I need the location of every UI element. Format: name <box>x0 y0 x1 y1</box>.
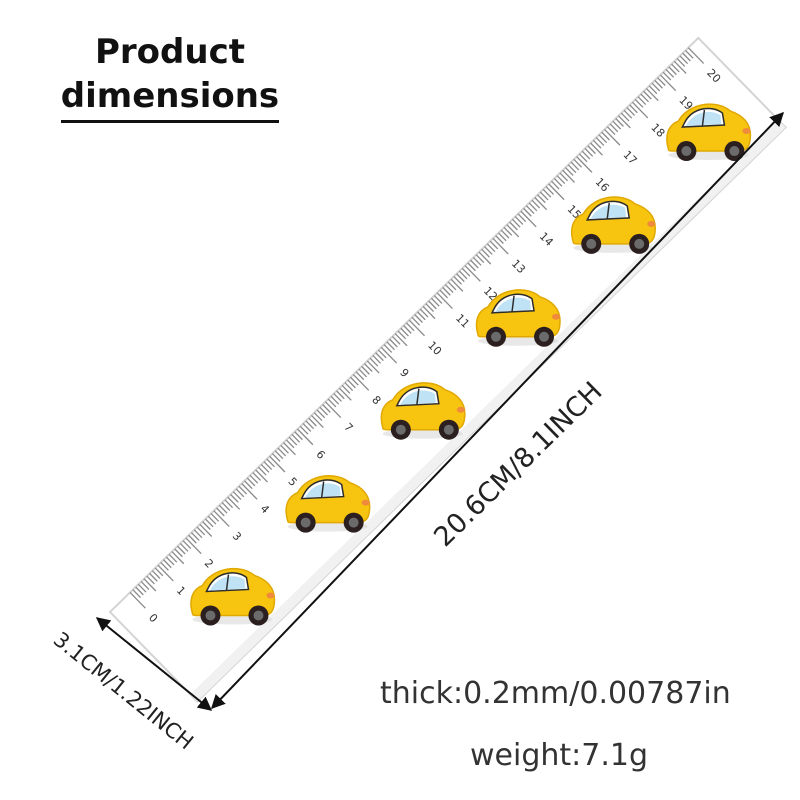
ruler-tick <box>671 63 680 73</box>
ruler-tick <box>685 49 694 59</box>
ruler-tick <box>188 534 197 544</box>
ruler-tick <box>129 591 146 609</box>
ruler-tick <box>640 93 649 103</box>
ruler-tick <box>651 82 661 92</box>
ruler-tick <box>665 69 675 78</box>
ruler-tick <box>637 96 647 106</box>
ruler-tick <box>179 542 189 552</box>
ruler-tick <box>196 526 206 536</box>
ruler-tick <box>202 521 211 530</box>
ruler-tick <box>629 104 638 114</box>
length-arrow <box>211 111 784 710</box>
ruler-bottom-edge <box>190 120 786 702</box>
width-arrow <box>95 617 213 711</box>
ruler-tick <box>135 586 144 596</box>
ruler-tick <box>146 575 155 585</box>
ruler-tick <box>654 79 663 89</box>
weight-spec: weight:7.1g <box>470 738 649 773</box>
title-line-product: Product <box>95 32 245 72</box>
ruler-tick <box>676 58 686 67</box>
ruler-tick <box>160 562 169 571</box>
ruler-tick <box>174 548 183 558</box>
product-dimensions-title: Product dimensions <box>40 30 300 123</box>
ruler-tick <box>687 47 705 64</box>
ruler-tick <box>634 98 644 108</box>
ruler-tick <box>154 567 164 577</box>
ruler-tick <box>140 581 150 590</box>
ruler-tick <box>137 583 147 593</box>
ruler-tick <box>659 74 677 92</box>
ruler-tick <box>679 55 689 65</box>
ruler-tick <box>662 71 672 81</box>
ruler-tick <box>673 60 687 74</box>
thickness-spec: thick:0.2mm/0.00787in <box>380 676 731 711</box>
ruler-tick <box>149 572 158 582</box>
ruler-tick <box>132 589 141 599</box>
ruler-tick <box>151 570 161 579</box>
ruler-tick <box>171 551 185 565</box>
ruler-tick <box>163 559 172 569</box>
ruler-tick <box>177 545 186 555</box>
ruler-tick <box>193 529 203 539</box>
ruler-tick <box>143 578 157 592</box>
ruler-tick <box>682 52 691 62</box>
ruler-tick <box>157 564 174 582</box>
ruler-tick <box>185 537 202 555</box>
ruler-tick <box>648 85 658 95</box>
ruler-tick <box>657 77 666 86</box>
ruler-tick <box>645 88 659 102</box>
title-line-dimensions: dimensions <box>60 74 280 123</box>
ruler-tick <box>165 556 175 566</box>
ruler-tick <box>643 90 652 100</box>
ruler-tick <box>668 66 677 76</box>
ruler-tick <box>199 523 213 537</box>
ruler-tick <box>190 532 200 541</box>
ruler-tick <box>182 540 192 550</box>
ruler-tick <box>168 553 178 563</box>
